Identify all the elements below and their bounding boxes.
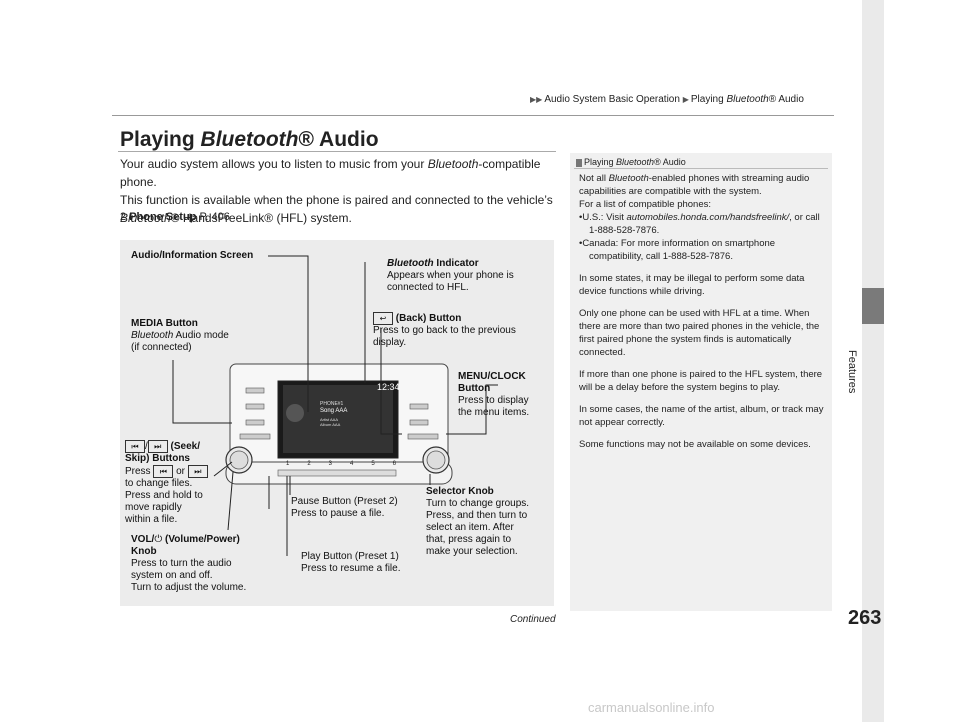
callout-bluetooth-indicator: Bluetooth Indicator Appears when your ph… — [387, 258, 514, 293]
callout-selector-knob: Selector Knob Turn to change groups. Pre… — [426, 486, 530, 557]
callout-seek-skip-buttons: ⏮/⏭ (Seek/ Skip) Buttons Press ⏮ or ⏭ to… — [125, 440, 208, 526]
callout-back-button: ↩ (Back) Button Press to go back to the … — [373, 312, 516, 349]
callout-menu-clock-button: MENU/CLOCK Button Press to display the m… — [458, 371, 530, 418]
breadcrumb-arrow-icon: ▶▶ — [530, 95, 543, 104]
callout-volume-knob: VOL/⏻ (Volume/Power) Knob Press to turn … — [131, 534, 247, 593]
skip-back-icon: ⏮ — [125, 440, 145, 453]
title-rule — [118, 151, 556, 152]
screen-phone-label: PHONE#1 — [320, 401, 344, 407]
power-icon: ⏻ — [154, 534, 163, 545]
intro-paragraph: Your audio system allows you to listen t… — [120, 157, 553, 225]
sidebar-note-text: Not all Bluetooth-enabled phones with st… — [579, 173, 824, 450]
header-rule — [112, 115, 834, 116]
sidebar-rule — [574, 168, 828, 169]
page-number: 263 — [848, 607, 882, 629]
side-tab — [862, 0, 884, 722]
screen-album: Album AAA — [320, 422, 341, 427]
preset-6-label: 6 — [392, 461, 396, 467]
breadcrumb: ▶▶Audio System Basic Operation ▶Playing … — [530, 94, 804, 105]
breadcrumb-arrow-icon: ▶ — [682, 95, 689, 104]
phone-setup-link[interactable]: 2 Phone Setup P. 406 — [120, 211, 230, 223]
preset-5-label: 5 — [371, 461, 375, 467]
sidebar-note-heading: Playing Bluetooth® Audio — [576, 157, 686, 167]
screen-song: Song AAA — [320, 408, 348, 414]
preset-4-label: 4 — [349, 461, 354, 467]
preset-3-label: 3 — [328, 461, 332, 467]
skip-back-icon: ⏮ — [153, 465, 174, 479]
callout-pause-button: Pause Button (Preset 2) Press to pause a… — [291, 496, 398, 519]
note-tag-icon — [576, 158, 582, 167]
skip-forward-icon: ⏭ — [147, 440, 168, 453]
skip-forward-icon: ⏭ — [187, 465, 208, 479]
preset-1-label: 1 — [286, 461, 290, 467]
side-tab-marker — [862, 288, 884, 324]
screen-clock: 12:34 — [377, 382, 400, 392]
preset-number-row: 1 2 3 4 5 6 — [286, 461, 396, 467]
callout-media-button: MEDIA Button Bluetooth Audio mode (if co… — [131, 318, 229, 353]
continued-label: Continued — [510, 614, 556, 625]
sidebar-note-panel — [570, 153, 832, 611]
xref-arrow-icon: 2 — [120, 211, 127, 223]
page-title: Playing Bluetooth® Audio — [120, 128, 379, 151]
callout-play-button: Play Button (Preset 1) Press to resume a… — [301, 551, 401, 574]
preset-2-label: 2 — [307, 461, 311, 467]
screen-artist: Artist AAA — [320, 417, 339, 422]
watermark: carmanualsonline.info — [588, 700, 715, 715]
back-icon: ↩ — [373, 312, 393, 325]
callout-audio-screen: Audio/Information Screen — [131, 250, 254, 261]
